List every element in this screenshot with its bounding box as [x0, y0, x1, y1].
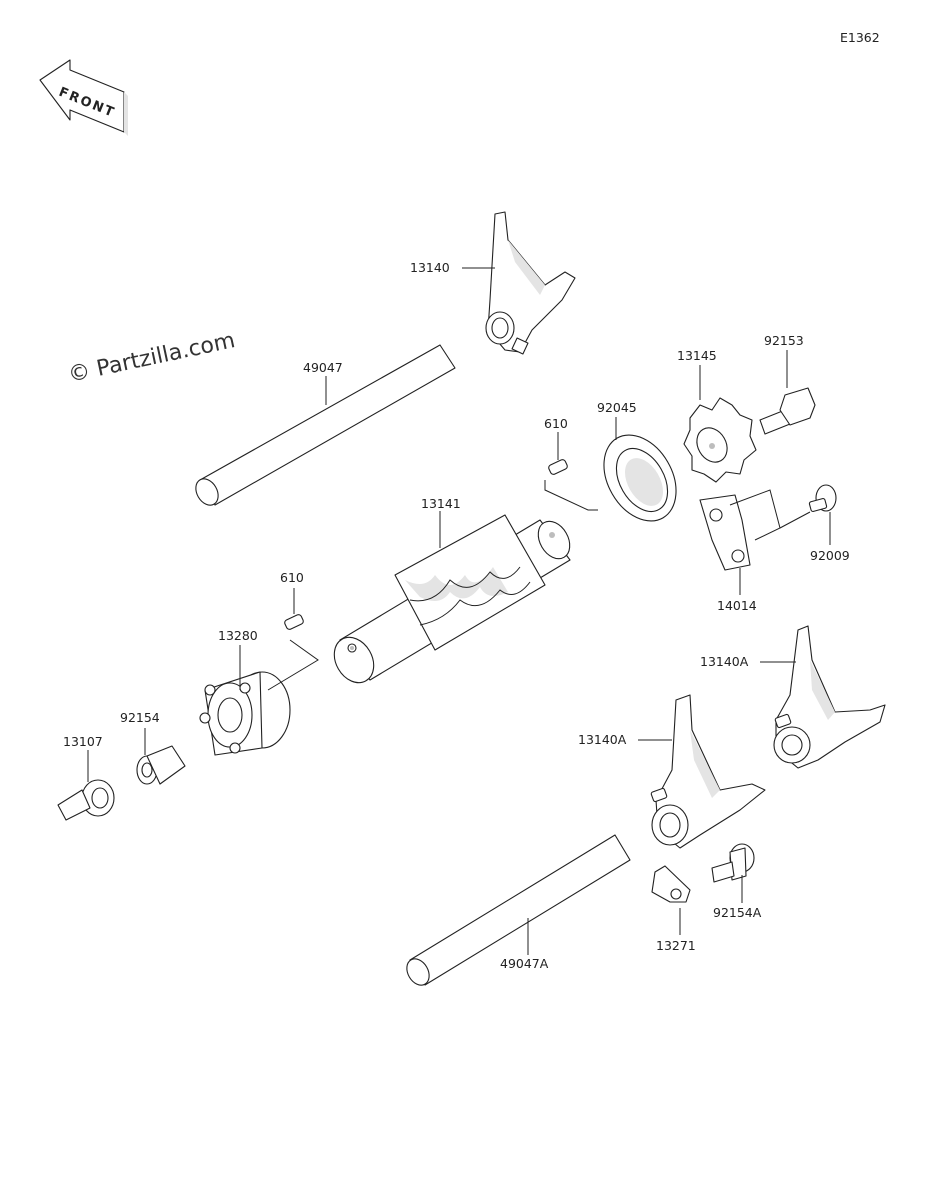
front-arrow-icon: FRONT [39, 59, 128, 136]
holder-14014[interactable] [699, 494, 751, 571]
pin-13280[interactable] [199, 671, 291, 756]
label-92153: 92153 [764, 333, 804, 348]
shaft-49047A[interactable] [402, 834, 631, 989]
label-49047: 49047 [303, 360, 343, 375]
label-13140A-left: 13140A [578, 732, 627, 747]
shift-fork-13140[interactable] [485, 211, 576, 355]
label-92009: 92009 [810, 548, 850, 563]
shift-drum-13141[interactable] [326, 514, 576, 690]
label-13140A-right: 13140A [700, 654, 749, 669]
plate-13271[interactable] [651, 865, 691, 903]
pin-610-upper[interactable] [548, 459, 569, 476]
label-49047A: 49047A [500, 956, 549, 971]
label-13271: 13271 [656, 938, 696, 953]
label-92154: 92154 [120, 710, 160, 725]
pin-610-lower[interactable] [284, 614, 305, 631]
label-610-upper: 610 [544, 416, 568, 431]
label-13145: 13145 [677, 348, 717, 363]
shift-fork-13140A-left[interactable] [650, 694, 766, 849]
watermark: © Partzilla.com [66, 328, 237, 388]
leader-lines [87, 267, 831, 955]
shift-fork-13140A-right[interactable] [773, 625, 886, 769]
screw-92009[interactable] [808, 484, 837, 513]
bolt-92154[interactable] [136, 745, 186, 785]
label-13107: 13107 [63, 734, 103, 749]
label-13280: 13280 [218, 628, 258, 643]
label-92045: 92045 [597, 400, 637, 415]
label-13141: 13141 [421, 496, 461, 511]
label-14014: 14014 [717, 598, 757, 613]
cam-13107[interactable] [57, 779, 115, 821]
label-610-lower: 610 [280, 570, 304, 585]
bolt-92153[interactable] [759, 387, 816, 435]
diagram-code: E1362 [840, 30, 880, 45]
label-92154A: 92154A [713, 905, 762, 920]
label-13140: 13140 [410, 260, 450, 275]
shaft-49047[interactable] [191, 344, 456, 509]
bolt-92154A[interactable] [711, 843, 755, 883]
bearing-92045[interactable] [589, 422, 690, 534]
plate-13145[interactable] [683, 397, 757, 483]
